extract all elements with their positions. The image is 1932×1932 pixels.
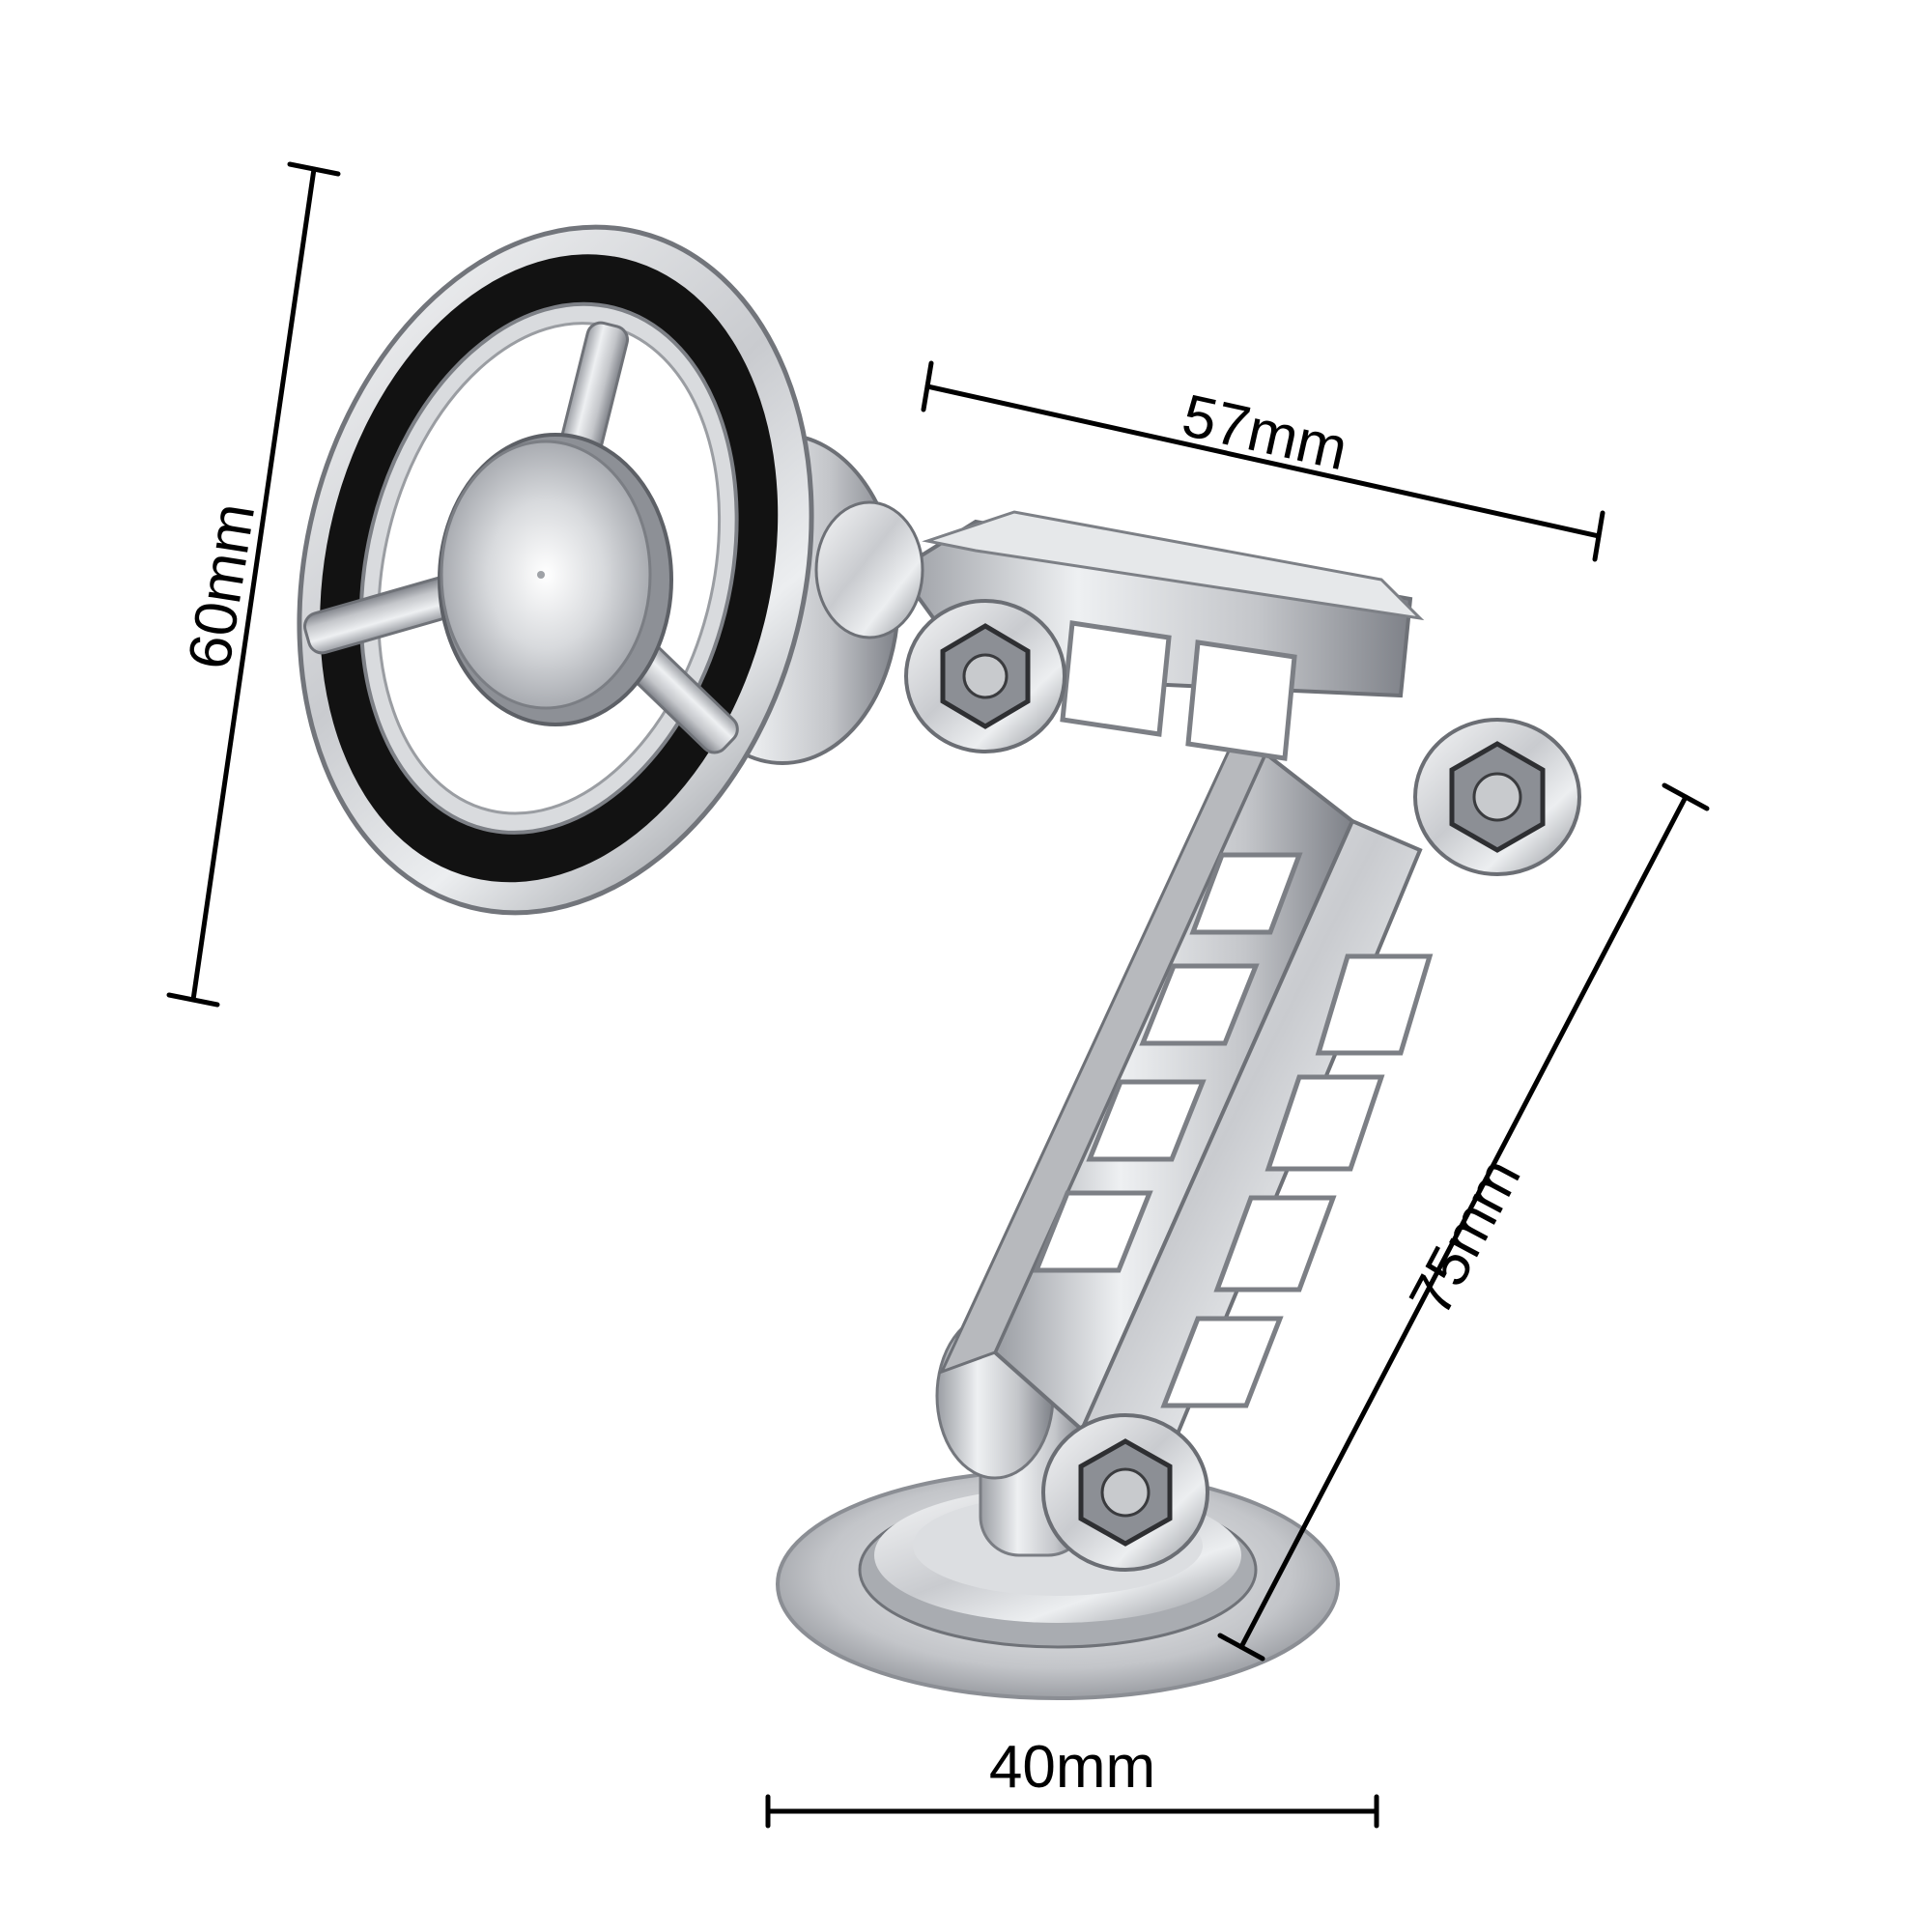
lower-arm xyxy=(939,731,1434,1481)
center-disc xyxy=(438,433,673,726)
dimension-base-diameter xyxy=(765,1794,1379,1829)
joint-elbow xyxy=(1413,718,1581,876)
dimension-height xyxy=(166,161,341,1008)
label-75mm: 75mm xyxy=(1397,1148,1534,1325)
label-40mm: 40mm xyxy=(989,1734,1155,1801)
joint-base xyxy=(1041,1413,1209,1572)
label-57mm: 57mm xyxy=(1177,383,1353,484)
joint-upper-left xyxy=(904,599,1066,753)
label-60mm: 60mm xyxy=(176,498,268,673)
dimension-arm-length xyxy=(1217,782,1710,1662)
dimension-arm-width xyxy=(921,360,1605,562)
